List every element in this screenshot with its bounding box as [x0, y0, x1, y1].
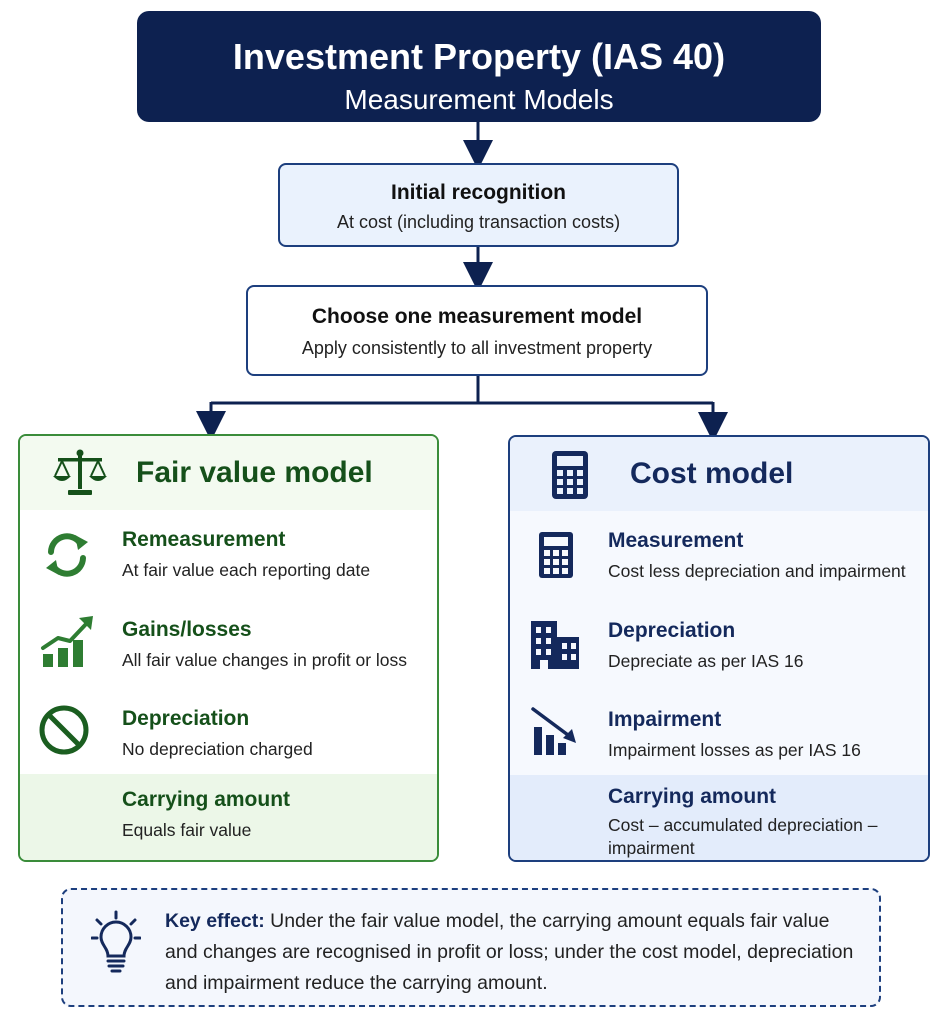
cost-header: Cost model — [510, 437, 928, 512]
cost-model-panel: Cost model Measurement Cost less depreci… — [508, 435, 930, 862]
initial-recognition-box: Initial recognition At cost (including t… — [278, 163, 679, 247]
cm-carrying-heading: Carrying amount — [608, 785, 777, 808]
scales-icon — [53, 449, 107, 495]
key-effect-body: Under the fair value model, the carrying… — [165, 910, 854, 994]
cm-carrying-detail: Cost – accumulated depreciation – impair… — [608, 815, 878, 858]
calculator-icon — [539, 532, 573, 578]
fv-carrying-detail: Equals fair value — [122, 820, 252, 840]
cm-measurement-detail: Cost less depreciation and impairment — [608, 561, 906, 581]
fv-row-carrying-amount: Carrying amount Equals fair value — [20, 774, 437, 860]
fair-value-title: Fair value model — [136, 456, 373, 489]
cost-title: Cost model — [630, 457, 794, 490]
key-effect-label: Key effect: — [165, 910, 265, 932]
fv-depreciation-detail: No depreciation charged — [122, 739, 313, 759]
fv-carrying-heading: Carrying amount — [122, 788, 291, 811]
fair-value-header: Fair value model — [20, 436, 437, 511]
building-icon — [531, 621, 579, 669]
subtitle: Measurement Models — [344, 84, 614, 115]
calculator-icon — [552, 451, 588, 499]
cm-impairment-heading: Impairment — [608, 708, 722, 731]
lightbulb-icon — [91, 910, 141, 973]
cm-row-depreciation: Depreciation Depreciate as per IAS 16 — [510, 601, 928, 692]
cm-row-measurement: Measurement Cost less depreciation and i… — [510, 511, 928, 602]
cm-impairment-detail: Impairment losses as per IAS 16 — [608, 740, 861, 760]
cm-row-carrying-amount: Carrying amount Cost – accumulated depre… — [510, 775, 928, 860]
fv-row-remeasurement: Remeasurement At fair value each reporti… — [20, 510, 437, 601]
fv-gains-heading: Gains/losses — [122, 618, 252, 641]
title-banner: Investment Property (IAS 40) Measurement… — [137, 11, 821, 122]
choose-model-box: Choose one measurement model Apply consi… — [246, 285, 708, 376]
key-effect-text: Key effect: Under the fair value model, … — [165, 906, 865, 999]
refresh-icon — [46, 533, 88, 577]
declining-chart-icon — [531, 707, 576, 755]
initial-detail: At cost (including transaction costs) — [336, 212, 621, 232]
main-title: Investment Property (IAS 40) — [232, 36, 726, 77]
cm-row-impairment: Impairment Impairment losses as per IAS … — [510, 691, 928, 776]
cm-depreciation-heading: Depreciation — [608, 619, 736, 642]
branch-connector — [211, 376, 713, 405]
fv-depreciation-heading: Depreciation — [122, 707, 250, 730]
fv-row-depreciation: Depreciation No depreciation charged — [20, 690, 437, 775]
fv-row-gains-losses: Gains/losses All fair value changes in p… — [20, 600, 437, 691]
cm-measurement-heading: Measurement — [608, 529, 744, 552]
fv-gains-detail: All fair value changes in profit or loss — [122, 650, 407, 670]
growth-chart-icon — [41, 616, 93, 667]
fair-value-model-panel: Fair value model Remeasurement At fair v… — [18, 434, 439, 862]
choose-heading: Choose one measurement model — [311, 305, 643, 328]
fv-remeasurement-detail: At fair value each reporting date — [122, 560, 371, 580]
initial-heading: Initial recognition — [390, 181, 566, 204]
choose-detail: Apply consistently to all investment pro… — [301, 338, 653, 358]
key-effect-box: Key effect: Under the fair value model, … — [61, 888, 881, 1007]
fv-remeasurement-heading: Remeasurement — [122, 528, 286, 551]
cm-depreciation-detail: Depreciate as per IAS 16 — [608, 651, 804, 671]
prohibited-icon — [39, 705, 89, 755]
